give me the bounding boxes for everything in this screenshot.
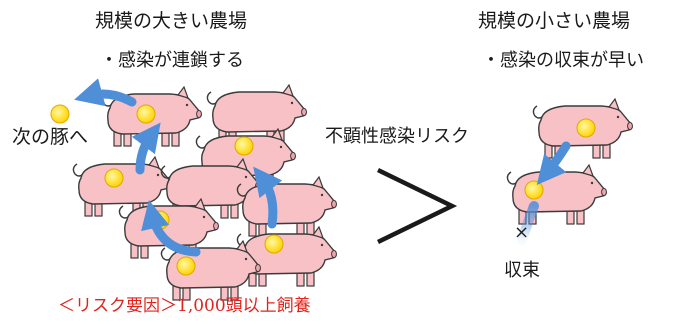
spread-arrow-icon <box>141 199 201 257</box>
small-farm-title: 規模の小さい農場 <box>478 10 631 32</box>
fading-spread-arrow <box>517 201 539 245</box>
convergence-label: 収束 <box>504 260 540 281</box>
large-farm-spread-arrows <box>74 78 283 257</box>
small-farm-point: ・感染の収束が早い <box>482 50 644 71</box>
infection-dot-icon <box>264 234 284 254</box>
small-farm-infection-dots <box>524 118 596 200</box>
spread-arrow-icon <box>131 122 161 175</box>
subclinical-infection-risk-label: 不顕性感染リスク <box>325 126 469 147</box>
large-farm-point: ・感染が連鎖する <box>100 50 244 71</box>
pig-icon <box>506 164 608 225</box>
large-farm-pig-group <box>72 84 338 301</box>
spread-arrow-icon <box>536 141 571 186</box>
infection-dot-icon <box>50 104 70 124</box>
large-farm-title: 規模の大きい農場 <box>95 10 248 32</box>
next-pig-label: 次の豚へ <box>12 126 89 148</box>
small-farm-pig-group <box>506 98 634 225</box>
infection-dot-icon <box>104 168 124 188</box>
infection-dot-icon <box>524 180 544 200</box>
risk-factor-label: ＜リスク要因＞1,000頭以上飼養 <box>58 296 311 316</box>
pig-icon <box>206 84 308 145</box>
spread-arrow-icon <box>253 166 283 229</box>
infection-dot-icon <box>576 118 596 138</box>
spread-arrow-icon <box>74 78 137 107</box>
infection-dot-icon <box>234 136 254 156</box>
stop-mark: × <box>514 222 530 243</box>
infection-dot-icon <box>136 104 156 124</box>
greater-than-symbol <box>377 167 458 245</box>
infection-dot-icon <box>176 256 196 276</box>
